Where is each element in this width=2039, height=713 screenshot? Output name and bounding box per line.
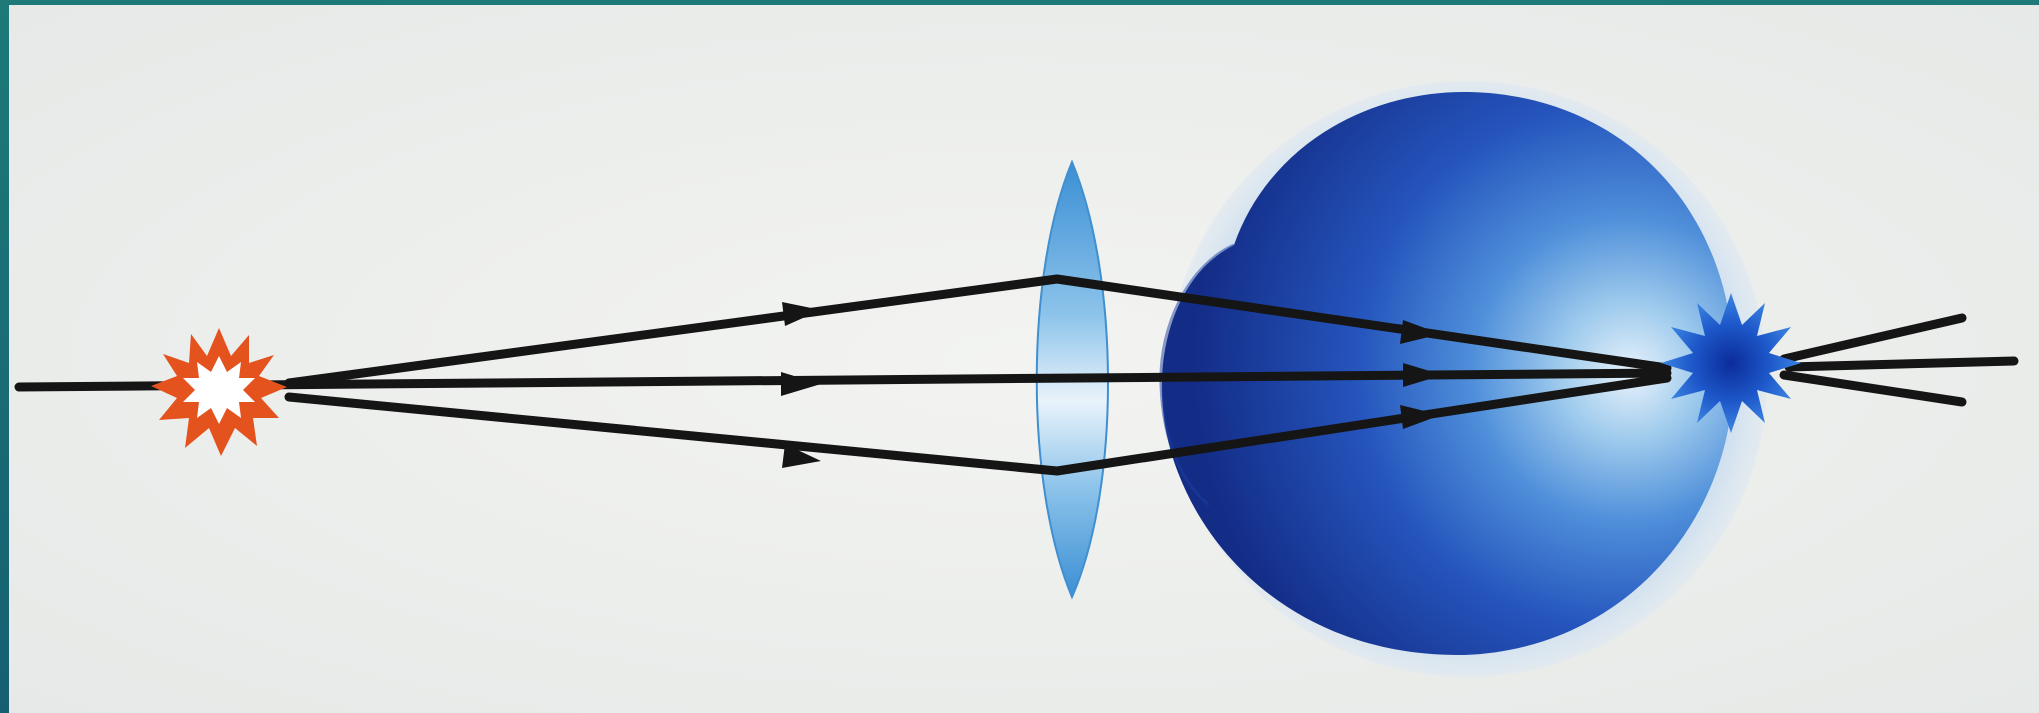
ray-exit-middle <box>1789 361 2014 367</box>
optics-diagram <box>9 5 2039 713</box>
